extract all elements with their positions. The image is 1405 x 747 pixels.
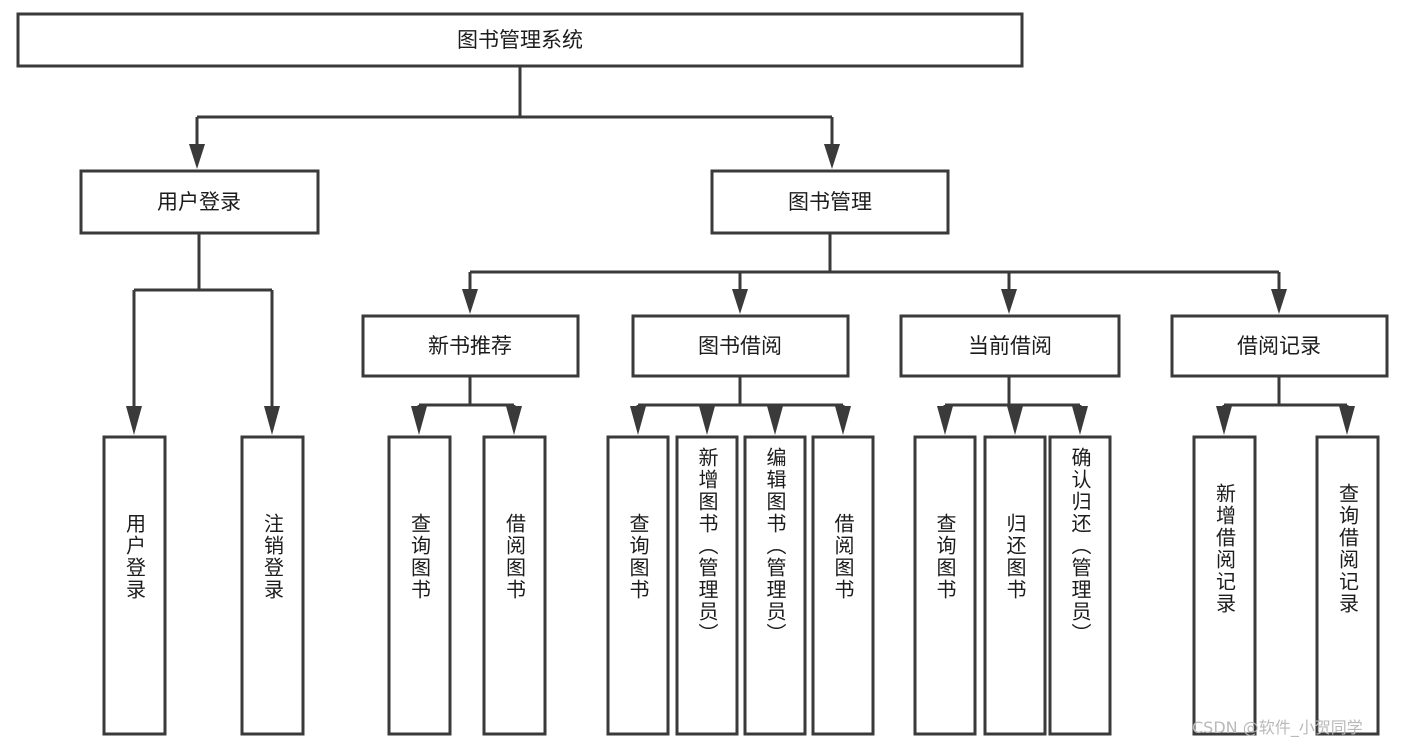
arrow-to-book-management <box>824 144 840 169</box>
leaf-query-borrow-record[interactable] <box>1315 435 1380 736</box>
node-current-borrow-label: 当前借阅 <box>968 334 1052 358</box>
arrow-to-current-borrow <box>1001 289 1017 314</box>
arrow-to-leaf-query-book-1 <box>411 406 427 435</box>
arrow-to-leaf-logout <box>264 406 280 435</box>
node-new-book-recommend-label: 新书推荐 <box>428 334 512 358</box>
node-user-login[interactable] <box>79 169 320 235</box>
leaf-add-borrow-record[interactable] <box>1192 435 1257 736</box>
arrow-to-leaf-confirm-return <box>1072 406 1088 435</box>
connector-layer <box>126 66 1355 435</box>
node-borrow-record[interactable] <box>1170 314 1389 378</box>
arrow-to-leaf-return-book <box>1007 406 1023 435</box>
node-current-borrow[interactable] <box>899 314 1121 378</box>
leaf-logout[interactable] <box>240 435 305 736</box>
node-new-book-recommend[interactable] <box>361 314 580 378</box>
leaf-edit-book-admin[interactable] <box>743 435 807 736</box>
leaf-confirm-return-admin[interactable] <box>1048 435 1112 736</box>
arrow-to-leaf-edit-book <box>767 406 783 435</box>
leaf-query-book-borrow[interactable] <box>606 435 670 736</box>
leaf-borrow-book-recommend[interactable] <box>482 435 547 736</box>
box-layer: 图书管理系统 用户登录 图书管理 新书推荐 图书借阅 当前借阅 借阅记录 <box>16 12 1389 736</box>
leaf-query-book-current[interactable] <box>913 435 977 736</box>
arrow-to-leaf-query-book-2 <box>630 406 646 435</box>
arrow-to-leaf-query-record <box>1339 406 1355 435</box>
arrow-to-user-login <box>189 144 205 169</box>
leaf-borrow-book[interactable] <box>811 435 875 736</box>
arrow-to-leaf-user-login <box>126 406 142 435</box>
leaf-query-book-recommend[interactable] <box>387 435 452 736</box>
arrow-to-new-book-recommend <box>462 289 478 314</box>
arrow-to-borrow-record <box>1271 289 1287 314</box>
node-root-system[interactable] <box>16 12 1024 68</box>
node-root-system-label: 图书管理系统 <box>457 28 583 52</box>
arrow-to-leaf-borrow-book-2 <box>835 406 851 435</box>
node-borrow-record-label: 借阅记录 <box>1237 334 1321 358</box>
node-book-management-label: 图书管理 <box>788 190 872 214</box>
node-user-login-label: 用户登录 <box>157 190 241 214</box>
arrow-to-leaf-query-book-3 <box>937 406 953 435</box>
leaf-return-book[interactable] <box>983 435 1047 736</box>
arrow-to-leaf-borrow-book-1 <box>506 406 522 435</box>
node-book-borrow-label: 图书借阅 <box>698 334 782 358</box>
leaf-user-login[interactable] <box>102 435 167 736</box>
node-book-borrow[interactable] <box>631 314 850 378</box>
arrow-to-leaf-add-record <box>1216 406 1232 435</box>
leaf-add-book-admin[interactable] <box>675 435 739 736</box>
node-book-management[interactable] <box>710 169 950 235</box>
arrow-to-leaf-add-book <box>699 406 715 435</box>
arrow-to-book-borrow <box>732 289 748 314</box>
